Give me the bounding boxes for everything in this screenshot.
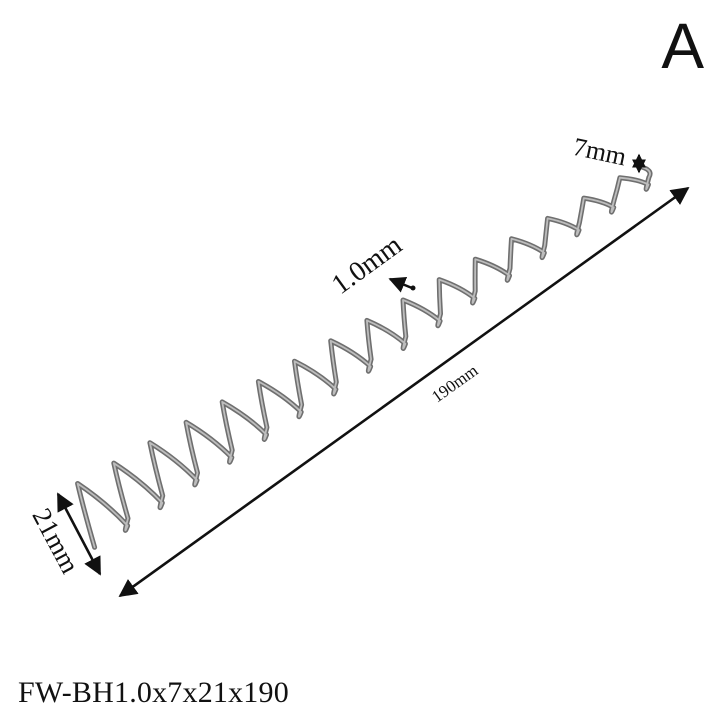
wire-diameter-label: 1.0mm <box>326 229 408 300</box>
model-code: FW-BH1.0x7x21x190 <box>18 676 289 709</box>
narrow-width-label: 7mm <box>571 132 629 171</box>
wide-width-label: 21mm <box>27 503 86 578</box>
spring-wire <box>75 164 653 550</box>
wide-width-dimension-arrow <box>56 492 102 576</box>
variant-label: A <box>661 10 704 82</box>
wire-diameter-dot <box>410 285 416 291</box>
length-dimension-arrow <box>118 186 690 598</box>
wire-diameter-pointer <box>388 276 413 293</box>
